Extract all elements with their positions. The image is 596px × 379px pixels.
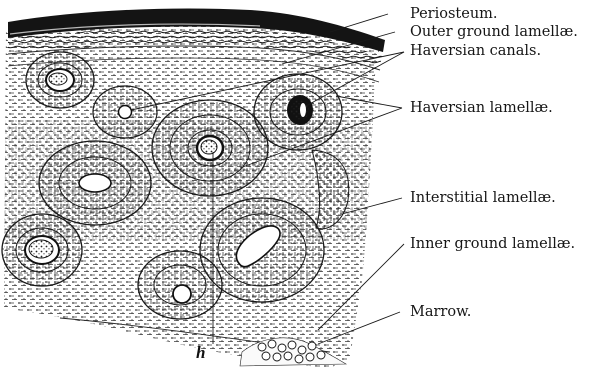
label-marrow: Marrow. [410, 305, 471, 320]
label-outer-ground-lamellae: Outer ground lamellæ. [410, 25, 578, 40]
haversian-system-center [152, 100, 268, 196]
label-haversian-lamellae: Haversian lamellæ. [410, 101, 553, 116]
label-periosteum: Periosteum. [410, 7, 498, 22]
leader-periosteum [330, 14, 388, 32]
label-h-pointer: h [196, 344, 205, 361]
haversian-system-lower-right [200, 198, 324, 302]
haversian-system-small-canal [93, 86, 157, 138]
label-inner-ground-lamellae: Inner ground lamellæ. [410, 237, 575, 252]
label-interstitial-lamellae: Interstitial lamellæ. [410, 191, 556, 206]
haversian-system-middle-left [39, 141, 151, 225]
label-haversian-canals: Haversian canals. [410, 44, 541, 59]
haversian-system-upper-left [26, 52, 94, 108]
haversian-system-lower-left [2, 214, 82, 286]
